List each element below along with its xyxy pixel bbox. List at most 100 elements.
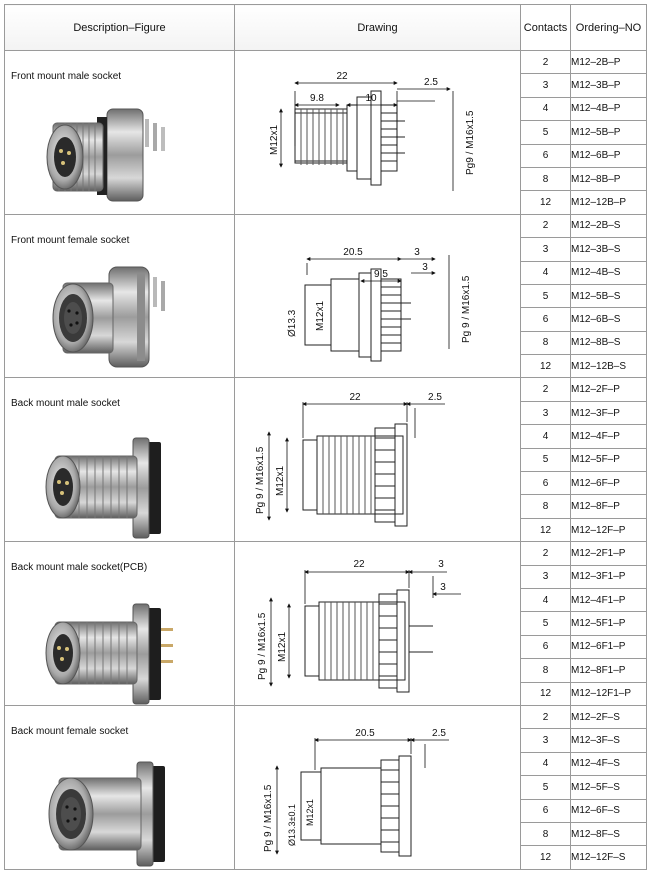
- dim-b: 9.5: [374, 269, 388, 280]
- contacts-cell: 4: [520, 424, 571, 449]
- contacts-cell: 4: [520, 587, 571, 613]
- ordering-cell: M12–5F–S: [570, 775, 647, 800]
- ordering-cell: M12–8F–S: [570, 821, 647, 847]
- ordering-cell: M12–8F–P: [570, 494, 647, 519]
- contacts-cell: 2: [520, 377, 571, 402]
- dim-d: 2.5: [424, 77, 438, 88]
- ordering-cell: M12–3B–P: [570, 73, 647, 98]
- contacts-cell: 3: [520, 400, 571, 426]
- ordering-cell: M12–2B–S: [570, 213, 647, 239]
- contacts-cell: 12: [520, 517, 571, 543]
- technical-drawing: 20.5 9.5 3 3 Pg 9 / M16x1.5 M12x1 Ø13.3: [287, 247, 472, 362]
- ordering-cell: M12–12B–S: [570, 354, 647, 379]
- ordering-cell: M12–12F–S: [570, 845, 647, 870]
- technical-drawing: 22 9.8 10 2.5 Pg9 / M16x1.5 M12x1: [269, 71, 476, 191]
- description-cell: Back mount female socket: [4, 704, 235, 870]
- dim-f: M12x1: [277, 632, 288, 662]
- technical-drawing: 20.5 2.5 Pg 9 / M16x1.5 M12x1 Ø13.3±0.1: [263, 728, 449, 857]
- contacts-cell: 3: [520, 564, 571, 589]
- header-contacts: Contacts: [520, 4, 571, 51]
- contacts-cell: 5: [520, 611, 571, 636]
- contacts-cell: 6: [520, 471, 571, 496]
- contacts-cell: 5: [520, 283, 571, 309]
- contacts-cell: 5: [520, 775, 571, 800]
- contacts-cell: 3: [520, 237, 571, 262]
- group-front-mount-female: Front mount female socket: [4, 213, 647, 379]
- contacts-cell: 5: [520, 120, 571, 145]
- header-ordering: Ordering–NO: [570, 4, 647, 51]
- drawing-cell: 20.5 2.5 Pg 9 / M16x1.5 M12x1 Ø13.3±0.1: [234, 704, 521, 870]
- contacts-cell: 8: [520, 494, 571, 519]
- ordering-cell: M12–2F1–P: [570, 541, 647, 566]
- dim-f: M12x1: [315, 300, 326, 330]
- dim-e: Pg9 / M16x1.5: [465, 110, 476, 175]
- dim-c: 3: [414, 247, 420, 258]
- ordering-cell: M12–5F–P: [570, 447, 647, 473]
- drawing-cell: 20.5 9.5 3 3 Pg 9 / M16x1.5 M12x1 Ø13.3: [234, 213, 521, 379]
- contacts-cell: 8: [520, 821, 571, 847]
- header-row: Description–Figure Drawing Contacts Orde…: [4, 4, 647, 51]
- contacts-cell: 5: [520, 447, 571, 473]
- ordering-cell: M12–4F–P: [570, 424, 647, 449]
- product-title: Back mount male socket: [11, 398, 120, 410]
- dim-c: 10: [365, 93, 377, 104]
- ordering-cell: M12–8B–P: [570, 166, 647, 192]
- product-title: Back mount female socket: [11, 725, 129, 737]
- drawing-cell: 22 9.8 10 2.5 Pg9 / M16x1.5 M12x1: [234, 50, 521, 215]
- ordering-cell: M12–3F–S: [570, 728, 647, 753]
- ordering-cell: M12–6F–P: [570, 471, 647, 496]
- ordering-cell: M12–4F–S: [570, 751, 647, 777]
- dim-b: 9.8: [310, 93, 324, 104]
- contacts-cell: 12: [520, 681, 571, 706]
- contacts-cell: 4: [520, 96, 571, 122]
- contacts-cell: 6: [520, 307, 571, 332]
- dim-d: 3: [440, 582, 446, 593]
- contacts-cell: 12: [520, 354, 571, 379]
- male-connector-photo-icon: [46, 108, 165, 202]
- product-title: Back mount male socket(PCB): [11, 562, 148, 574]
- dim-a: 20.5: [343, 247, 363, 258]
- dim-e: Pg 9 / M16x1.5: [255, 447, 266, 515]
- description-cell: Back mount male socket(PCB): [4, 541, 235, 706]
- table-row: Back mount male socket(PCB): [4, 541, 647, 706]
- drawing-cell: 22 3 3 Pg 9 / M16x1.5 M12x1: [234, 541, 521, 706]
- ordering-cell: M12–5F1–P: [570, 611, 647, 636]
- dim-d: 3: [422, 262, 428, 273]
- table-row: Front mount male socket: [4, 49, 647, 215]
- technical-drawing: 22 2.5 Pg 9 / M16x1.5 M12x1: [255, 392, 445, 527]
- ordering-cell: M12–3B–S: [570, 237, 647, 262]
- contacts-cell: 4: [520, 260, 571, 285]
- group-front-mount-male: Front mount male socket: [4, 49, 647, 215]
- dim-g: Ø13.3: [287, 309, 298, 337]
- description-cell: Front mount female socket: [4, 213, 235, 379]
- table-row: Back mount female socket: [4, 704, 647, 870]
- contacts-cell: 8: [520, 330, 571, 356]
- contacts-cell: 6: [520, 798, 571, 823]
- contacts-cell: 12: [520, 845, 571, 870]
- table-row: Front mount female socket: [4, 213, 647, 379]
- contacts-cell: 8: [520, 658, 571, 683]
- ordering-cell: M12–2B–P: [570, 49, 647, 75]
- ordering-cell: M12–8F1–P: [570, 658, 647, 683]
- dim-f: M12x1: [305, 799, 315, 826]
- group-back-mount-male: Back mount male socket: [4, 377, 647, 543]
